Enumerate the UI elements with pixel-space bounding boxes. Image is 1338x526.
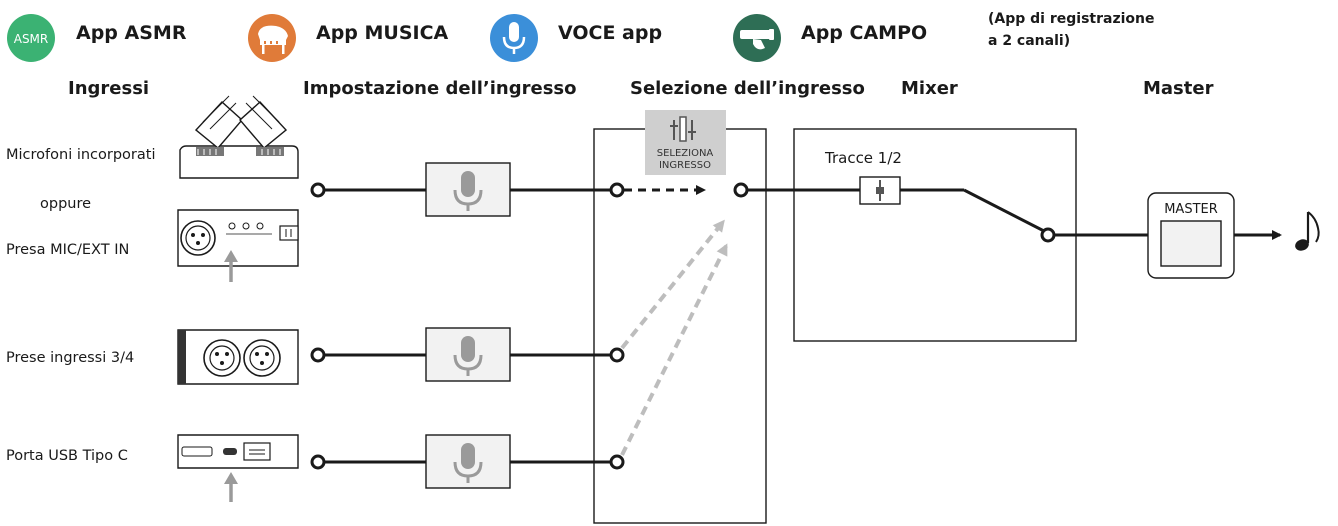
shotgun-mic-icon xyxy=(733,14,781,62)
master-label: MASTER xyxy=(1164,202,1218,217)
asmr-badge-text: ASMR xyxy=(14,32,49,46)
inactive-selection-arrow xyxy=(620,219,725,350)
app-musica-label: App MUSICA xyxy=(316,22,449,44)
selection-node xyxy=(609,454,625,470)
microphone-icon xyxy=(490,14,538,62)
mic-setting-icon xyxy=(453,336,483,376)
app-note-line2: a 2 canali) xyxy=(988,33,1071,49)
builtin-mics-illustration xyxy=(179,95,299,179)
input-setting-row-1 xyxy=(310,162,625,217)
stage-inputs: Ingressi xyxy=(68,78,150,99)
usb-c-illustration xyxy=(177,434,299,469)
mic-ext-in-illustration xyxy=(177,209,299,267)
app-campo-label: App CAMPO xyxy=(801,22,928,44)
up-arrow-icon xyxy=(224,472,238,502)
selection-output-node xyxy=(733,182,749,198)
mixer-track-label: Tracce 1/2 xyxy=(824,149,902,167)
input-node xyxy=(310,182,326,198)
asmr-icon: ASMR xyxy=(7,14,55,62)
selector-icon xyxy=(670,116,696,142)
stage-input-setting: Impostazione dell’ingresso xyxy=(303,78,577,99)
source-or: oppure xyxy=(40,196,92,212)
app-musica xyxy=(246,12,298,68)
source-usb-c: Porta USB Tipo C xyxy=(6,448,128,464)
app-voce-label: VOCE app xyxy=(558,22,663,44)
fader-icon xyxy=(859,176,901,205)
source-builtin-mics: Microfoni incorporati xyxy=(6,147,156,163)
app-campo xyxy=(731,12,783,68)
mic-setting-icon xyxy=(453,171,483,211)
inputs-34-illustration xyxy=(177,329,299,385)
piano-icon xyxy=(248,14,296,62)
app-asmr: ASMR xyxy=(5,12,57,68)
app-asmr-label: App ASMR xyxy=(76,22,187,44)
selection-node xyxy=(609,182,625,198)
select-button-line1: SELEZIONA xyxy=(657,148,714,159)
source-mic-ext-in: Presa MIC/EXT IN xyxy=(6,242,130,258)
inactive-selection-arrow xyxy=(620,243,728,456)
source-inputs-34: Prese ingressi 3/4 xyxy=(6,350,135,366)
master-box: MASTER xyxy=(1147,192,1235,279)
mic-setting-icon xyxy=(453,443,483,483)
select-button-line2: INGRESSO xyxy=(659,160,711,171)
music-note-icon xyxy=(1295,211,1320,251)
input-node xyxy=(310,454,326,470)
select-input-button[interactable]: SELEZIONA INGRESSO xyxy=(645,110,726,175)
stage-master: Master xyxy=(1143,78,1214,99)
mixer-output-node xyxy=(1040,227,1056,243)
selection-node xyxy=(609,347,625,363)
stage-mixer: Mixer xyxy=(901,78,958,99)
input-setting-row-3 xyxy=(310,434,625,489)
app-voce xyxy=(488,12,540,68)
app-note-line1: (App di registrazione xyxy=(988,11,1155,27)
up-arrow-icon xyxy=(224,250,238,282)
stage-input-selection: Selezione dell’ingresso xyxy=(630,78,865,99)
input-setting-row-2 xyxy=(310,327,625,382)
input-node xyxy=(310,347,326,363)
app-note: (App di registrazione a 2 canali) xyxy=(988,8,1154,52)
